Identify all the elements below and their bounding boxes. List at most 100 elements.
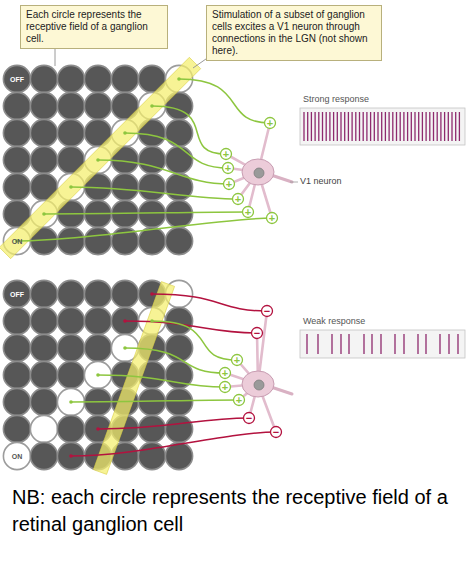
- spike: [340, 112, 341, 141]
- sign-circle: [232, 355, 243, 366]
- sign-symbol: +: [222, 381, 228, 394]
- spike: [306, 334, 307, 354]
- spike: [363, 334, 364, 354]
- spike: [370, 112, 371, 141]
- response-box: [300, 108, 465, 145]
- off-field: [138, 200, 165, 227]
- connection-dot: [150, 292, 154, 296]
- spike: [380, 334, 381, 354]
- connection-dot: [123, 319, 127, 323]
- sign-circle: [221, 149, 232, 160]
- connection-dot: [96, 427, 100, 431]
- nucleus: [254, 168, 264, 178]
- spike: [381, 112, 382, 141]
- ganglion-connection: [71, 187, 238, 199]
- sign-markers: [220, 118, 282, 438]
- spike: [348, 112, 349, 141]
- sign-circle: [224, 179, 235, 190]
- off-field: [57, 280, 84, 307]
- off-field: [57, 119, 84, 146]
- spike: [303, 112, 304, 141]
- sign-circle: [267, 213, 278, 224]
- sign-symbol: −: [273, 426, 279, 439]
- off-field: [165, 334, 192, 361]
- spike: [307, 112, 308, 141]
- spike: [329, 112, 330, 141]
- ganglion-connection: [71, 400, 239, 402]
- off-field: [165, 227, 192, 254]
- spike: [418, 112, 419, 141]
- callout-box: Each circle represents the receptive fie…: [20, 5, 168, 49]
- on-field: [30, 415, 57, 442]
- off-field: [3, 146, 30, 173]
- spike: [457, 334, 458, 354]
- spike: [337, 112, 338, 141]
- ganglion-connection: [152, 294, 267, 311]
- sign-circle: [234, 395, 245, 406]
- ganglion-connection: [125, 321, 257, 333]
- ganglion-connection: [179, 79, 270, 123]
- off-field: [3, 119, 30, 146]
- sign-symbol: −: [254, 327, 260, 340]
- sign-symbol: −: [246, 412, 252, 425]
- ganglion-connection: [98, 418, 249, 429]
- connections: [15, 77, 276, 458]
- off-field: [84, 334, 111, 361]
- off-field: [57, 361, 84, 388]
- spike: [340, 334, 341, 354]
- off-field: [3, 361, 30, 388]
- sign-symbol: +: [234, 354, 240, 367]
- spike: [317, 334, 318, 354]
- connection-dot: [123, 346, 127, 350]
- spike: [331, 334, 332, 354]
- spike: [377, 112, 378, 141]
- spike: [440, 112, 441, 141]
- spike: [355, 112, 356, 141]
- spike: [403, 112, 404, 141]
- off-field: [57, 92, 84, 119]
- soma: [242, 159, 274, 185]
- connection-dot: [150, 104, 154, 108]
- ganglion-connection: [98, 160, 229, 184]
- off-field: [3, 65, 30, 92]
- spike: [314, 112, 315, 141]
- sign-symbol: +: [225, 162, 231, 175]
- ganglion-connection: [152, 106, 226, 154]
- off-field: [138, 415, 165, 442]
- off-field: [30, 280, 57, 307]
- sign-symbol: +: [222, 367, 228, 380]
- off-field: [84, 280, 111, 307]
- spike: [411, 112, 412, 141]
- caption: NB: each circle represents the receptive…: [12, 484, 470, 538]
- off-field: [3, 280, 30, 307]
- off-field: [30, 65, 57, 92]
- connection-dot: [96, 373, 100, 377]
- spike: [448, 334, 449, 354]
- sign-symbol: −: [264, 305, 270, 318]
- spike: [344, 112, 345, 141]
- spike: [459, 112, 460, 141]
- off-field: [30, 307, 57, 334]
- off-field: [3, 334, 30, 361]
- sign-circle: [265, 118, 276, 129]
- connection-dot: [42, 212, 46, 216]
- spike: [396, 112, 397, 141]
- response-box: [300, 330, 465, 358]
- spike: [351, 112, 352, 141]
- spike: [455, 112, 456, 141]
- spike: [425, 112, 426, 141]
- spike: [366, 112, 367, 141]
- light-bar: [0, 57, 201, 258]
- soma: [242, 371, 274, 397]
- off-field: [30, 334, 57, 361]
- off-field: [30, 442, 57, 469]
- sign-circle: [220, 368, 231, 379]
- spike: [374, 112, 375, 141]
- spike: [392, 112, 393, 141]
- off-field: [30, 146, 57, 173]
- off-field: [165, 307, 192, 334]
- spike: [448, 112, 449, 141]
- sign-symbol: +: [223, 148, 229, 161]
- connection-dot: [177, 77, 181, 81]
